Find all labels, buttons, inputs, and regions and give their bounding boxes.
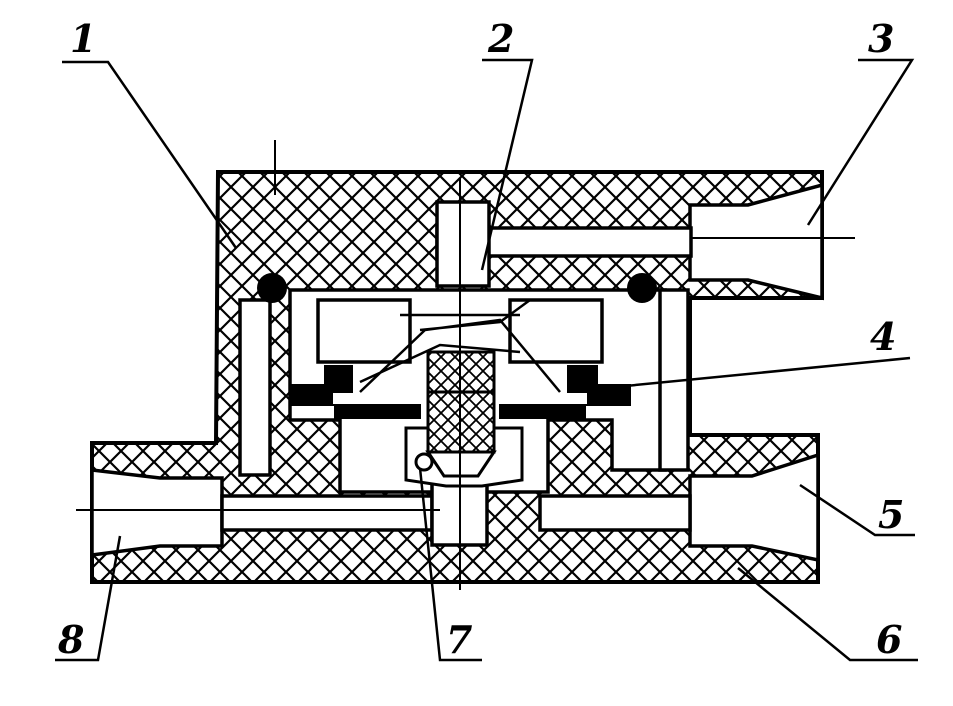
leader-8 <box>55 535 122 662</box>
label-6: 6 <box>876 617 902 662</box>
lower-passage-right <box>538 494 692 532</box>
label-1: 1 <box>70 16 96 61</box>
left-channel <box>238 298 272 477</box>
diaphragm-right <box>499 365 631 419</box>
leader-4 <box>604 356 911 390</box>
leader-5 <box>799 483 915 537</box>
leader-1 <box>62 60 238 249</box>
seat-right <box>508 298 604 364</box>
leader-2 <box>480 58 534 271</box>
center-lines <box>76 140 855 590</box>
port-3-bore <box>688 182 824 301</box>
lower-passage-left <box>220 494 434 532</box>
spring-lines <box>359 298 561 393</box>
leader-7 <box>418 467 482 662</box>
part-labels: 1 2 3 4 5 6 7 8 <box>57 16 904 662</box>
label-5: 5 <box>878 492 904 537</box>
seat-left <box>316 298 412 364</box>
leader-6 <box>737 567 918 662</box>
stem-bore-upper <box>435 200 491 288</box>
port-8-bore <box>90 468 224 557</box>
o-ring-right <box>627 273 657 303</box>
label-3: 3 <box>868 16 894 61</box>
label-4: 4 <box>870 314 896 359</box>
leader-lines <box>55 58 918 662</box>
diaphragm-assembly <box>257 273 657 488</box>
label-8: 8 <box>57 617 84 662</box>
leader-3 <box>806 58 915 226</box>
diaphragm <box>291 365 421 419</box>
label-2: 2 <box>487 16 514 61</box>
o-ring-left <box>257 273 287 303</box>
o-ring-small <box>414 452 434 472</box>
port-5-bore <box>688 452 820 563</box>
label-7: 7 <box>446 617 472 662</box>
